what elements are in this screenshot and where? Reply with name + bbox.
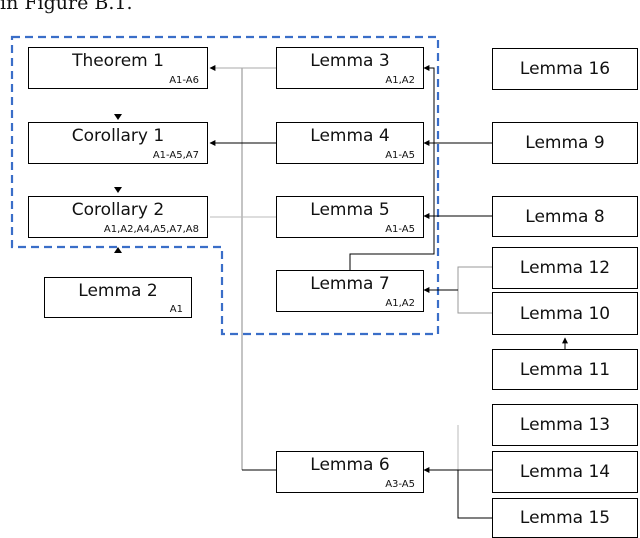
node-lemma8: Lemma 8: [492, 196, 638, 237]
node-label: Lemma 6: [310, 455, 390, 475]
node-label: Lemma 11: [519, 359, 611, 380]
node-label: Lemma 13: [519, 415, 611, 435]
node-lemma12: Lemma 12: [492, 247, 638, 289]
node-lemma6: Lemma 6 A3-A5: [276, 451, 424, 493]
node-lemma9: Lemma 9: [492, 122, 638, 164]
arrowhead-theorem1-corollary1: [114, 114, 122, 120]
node-label: Lemma 3: [310, 51, 390, 71]
node-lemma3: Lemma 3 A1,A2: [276, 47, 424, 89]
node-label: Lemma 2: [78, 281, 158, 301]
node-label: Lemma 9: [525, 133, 605, 153]
node-label: Lemma 14: [519, 462, 611, 482]
node-lemma15: Lemma 15: [492, 498, 638, 538]
node-lemma5: Lemma 5 A1-A5: [276, 196, 424, 238]
node-lemma13: Lemma 13: [492, 404, 638, 446]
node-assumptions: A1-A5: [385, 224, 415, 235]
node-label: Corollary 1: [71, 126, 165, 146]
node-lemma4: Lemma 4 A1-A5: [276, 122, 424, 164]
node-label: Lemma 15: [519, 508, 611, 528]
node-label: Lemma 5: [310, 200, 390, 220]
node-label: Lemma 4: [310, 126, 390, 146]
node-lemma11: Lemma 11: [492, 349, 638, 390]
node-label: Lemma 10: [519, 303, 611, 324]
node-label: Lemma 8: [525, 206, 605, 227]
node-label: Corollary 2: [71, 200, 165, 220]
dashed-group-region: [10, 35, 440, 336]
arrowhead-corollary1-corollary2: [114, 187, 122, 193]
node-label: Lemma 12: [519, 258, 611, 278]
node-label: Lemma 16: [519, 59, 611, 79]
node-assumptions: A1-A5,A7: [152, 150, 199, 161]
node-assumptions: A1,A2: [385, 298, 415, 309]
node-assumptions: A1-A5: [385, 150, 415, 161]
node-lemma14: Lemma 14: [492, 451, 638, 493]
node-lemma10: Lemma 10: [492, 292, 638, 335]
node-corollary1: Corollary 1 A1-A5,A7: [28, 122, 208, 164]
node-label: Theorem 1: [72, 51, 164, 71]
caption-text: in Figure B.1.: [0, 0, 133, 14]
edge-lemma15-bracket: [457, 470, 492, 519]
node-lemma16: Lemma 16: [492, 48, 638, 90]
edge-lemma12-lemma10-bracket: [457, 266, 492, 314]
node-lemma7: Lemma 7 A1,A2: [276, 270, 424, 312]
node-assumptions: A1,A2,A4,A5,A7,A8: [103, 224, 199, 235]
node-theorem1: Theorem 1 A1-A6: [28, 47, 208, 89]
edge-lemma7-lemma3: [349, 65, 435, 270]
node-assumptions: A1,A2: [385, 75, 415, 86]
arrowhead-corollary2-lemma2: [114, 247, 122, 253]
node-label: Lemma 7: [310, 274, 390, 294]
node-corollary2: Corollary 2 A1,A2,A4,A5,A7,A8: [28, 196, 208, 238]
node-assumptions: A1-A6: [169, 75, 199, 86]
node-lemma2: Lemma 2 A1: [44, 277, 192, 318]
node-assumptions: A1: [169, 304, 183, 315]
node-assumptions: A3-A5: [385, 479, 415, 490]
